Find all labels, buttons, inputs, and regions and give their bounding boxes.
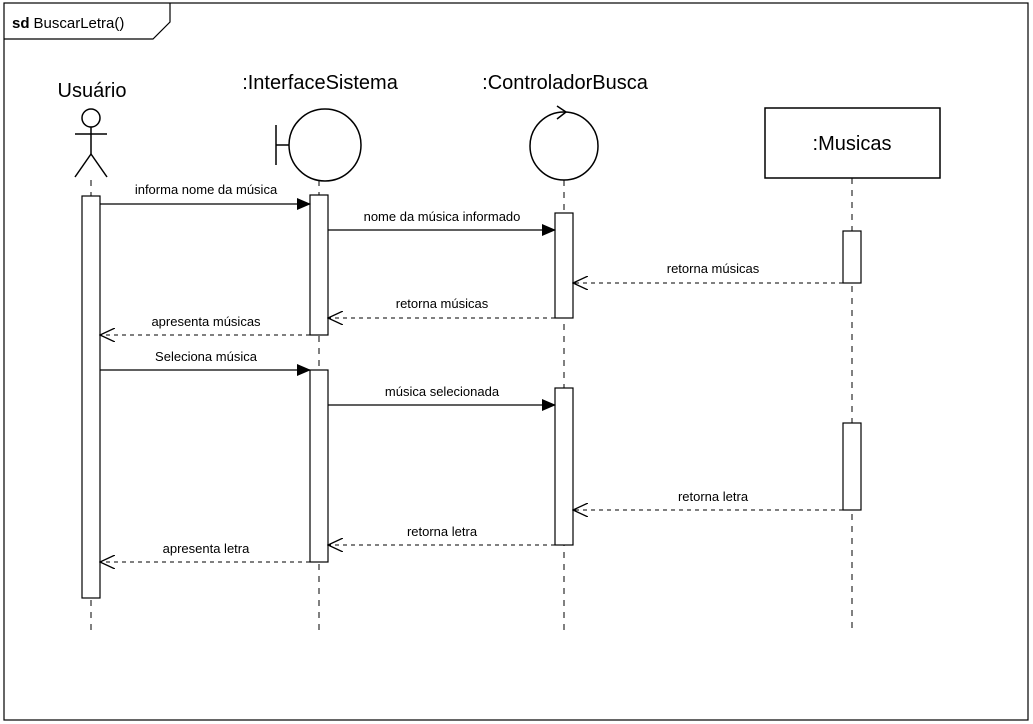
activation-ctrl-2 — [554, 387, 574, 546]
message-label: Seleciona música — [155, 349, 258, 364]
control-icon — [529, 105, 599, 181]
message-label: retorna músicas — [667, 261, 760, 276]
frame-name: BuscarLetra() — [34, 15, 125, 32]
message-label: nome da música informado — [364, 209, 521, 224]
message-label: informa nome da música — [135, 182, 278, 197]
actor-icon — [74, 108, 108, 178]
participant-label-ctrl: :ControladorBusca — [482, 72, 649, 94]
message-label: retorna letra — [407, 524, 478, 539]
activation-user — [81, 195, 101, 599]
message-label: apresenta letra — [163, 541, 250, 556]
participant-label-user: Usuário — [58, 80, 127, 102]
frame-tab — [4, 3, 171, 40]
message-label: apresenta músicas — [151, 314, 261, 329]
activation-ui-1 — [309, 194, 329, 336]
boundary-icon — [275, 108, 362, 182]
activation-ui-2 — [309, 369, 329, 563]
message-label: retorna músicas — [396, 296, 489, 311]
message-label: retorna letra — [678, 489, 749, 504]
diagram-frame — [3, 2, 1029, 721]
participant-label-ui: :InterfaceSistema — [242, 72, 399, 94]
activation-ctrl-1 — [554, 212, 574, 319]
activation-musicas-2 — [842, 422, 862, 511]
frame-keyword: sd — [12, 15, 30, 32]
activation-musicas-1 — [842, 230, 862, 284]
participant-label-musicas: :Musicas — [813, 133, 892, 155]
message-label: música selecionada — [385, 384, 500, 399]
participant-box-musicas — [764, 107, 941, 179]
